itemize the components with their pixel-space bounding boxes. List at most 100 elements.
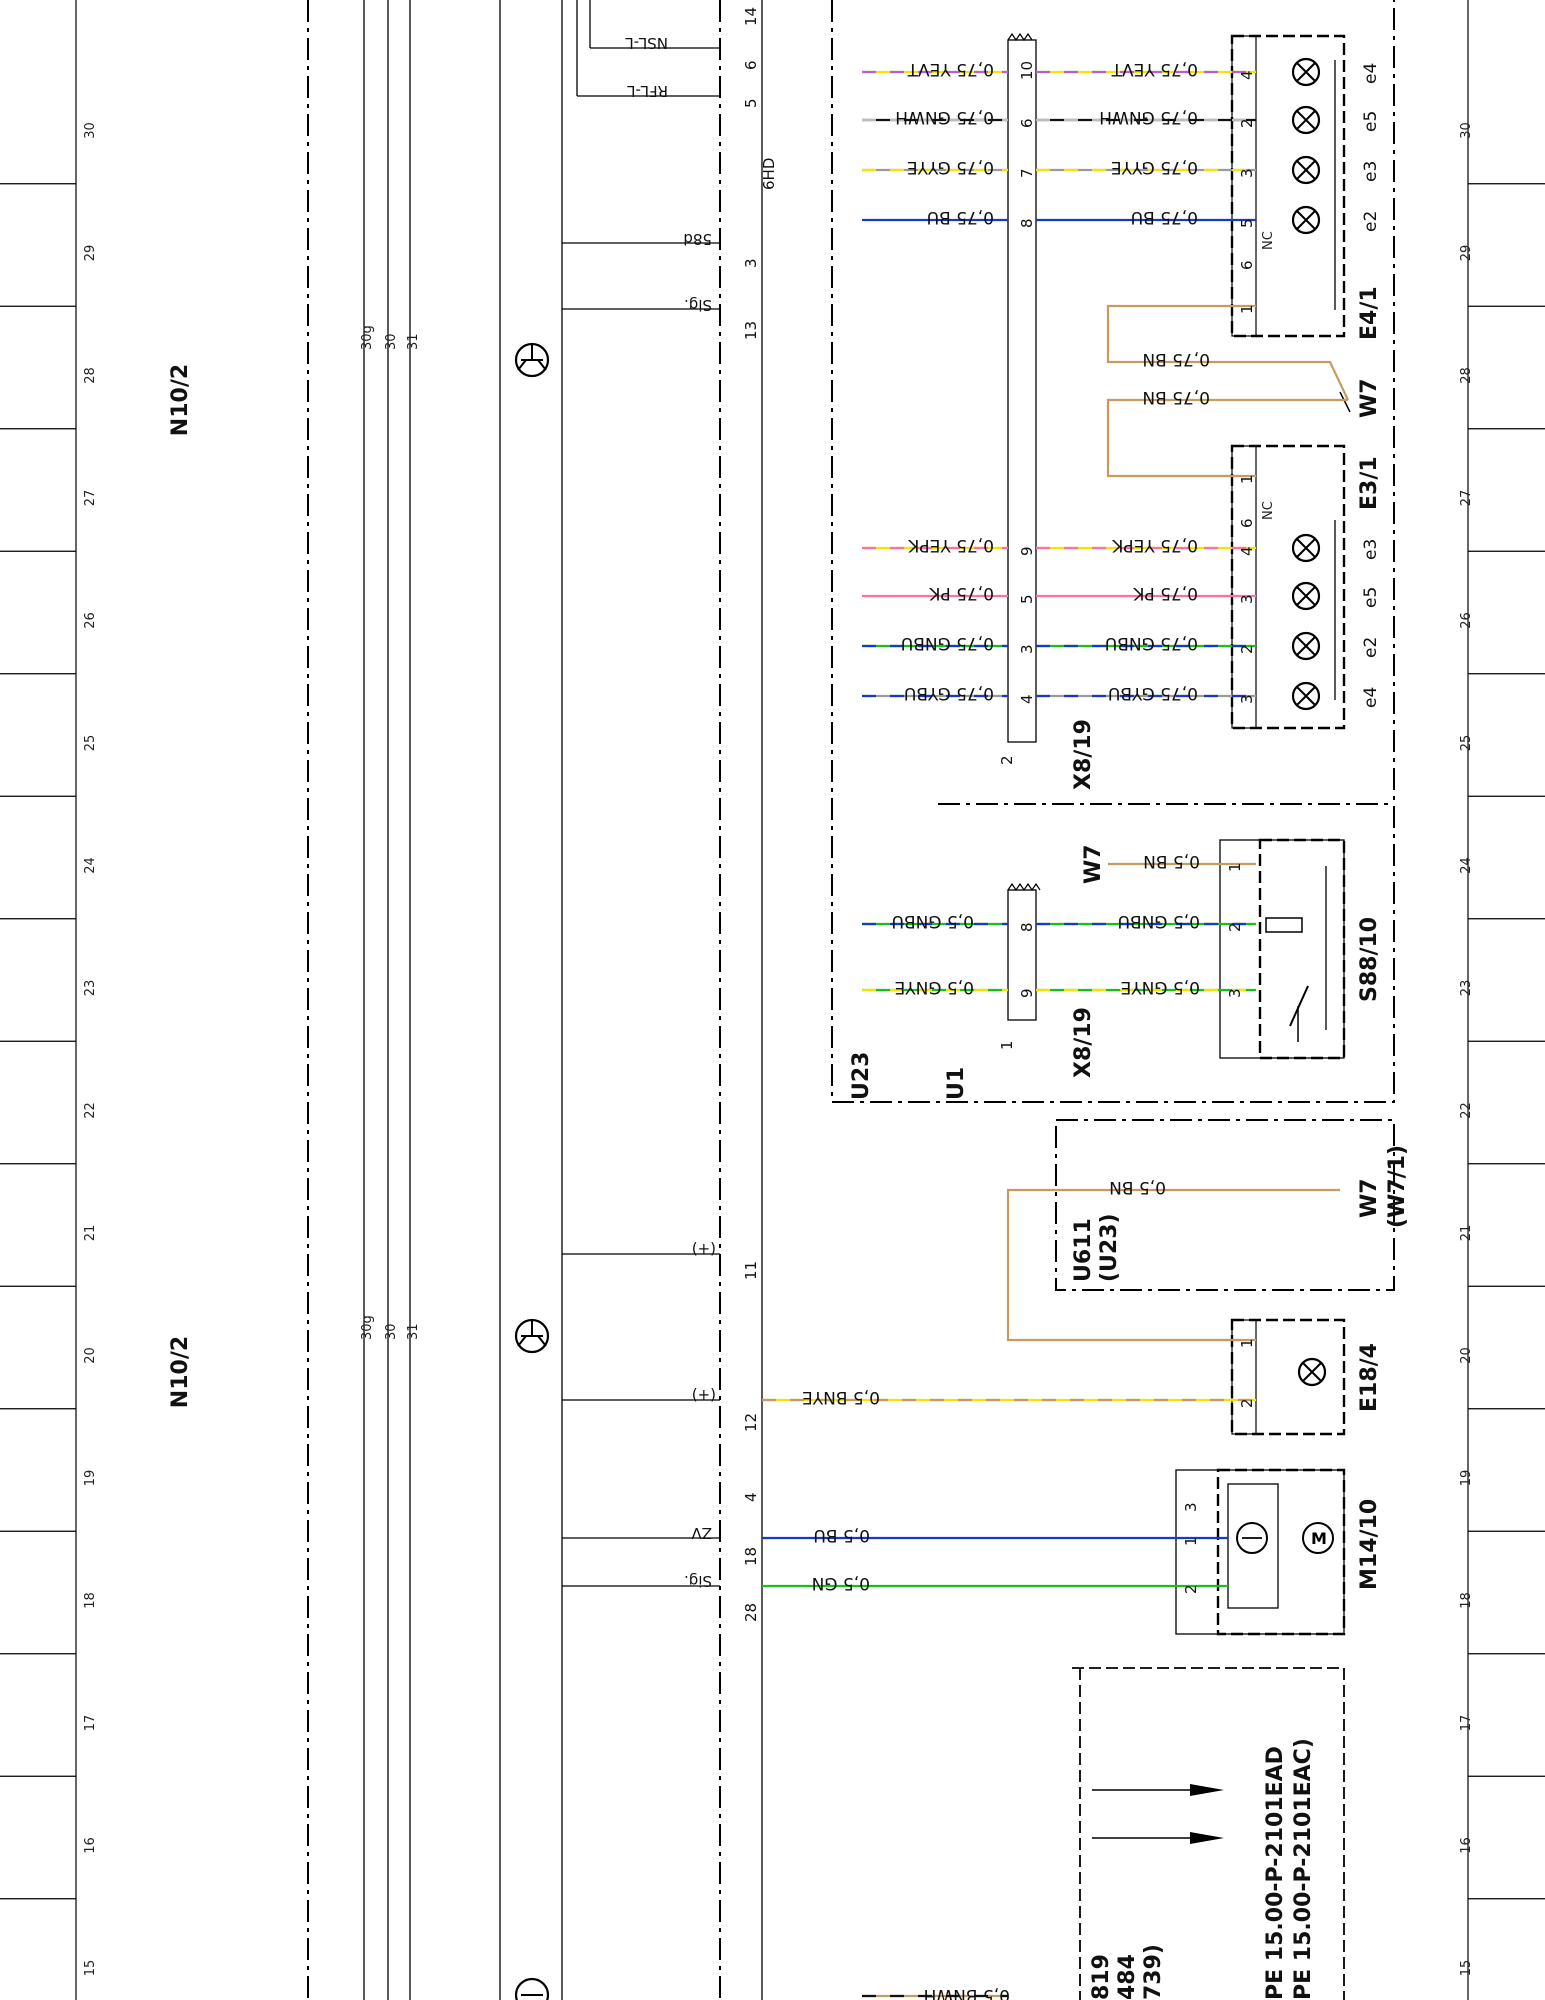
pin-number: 28 [742, 1603, 760, 1622]
pin-number: 1 [1182, 1536, 1200, 1546]
pin-number: 4 [1018, 694, 1036, 704]
pin-number: 5 [742, 98, 760, 108]
connector-label-6hd: 6HD [760, 158, 778, 190]
nc-label: NC [1261, 231, 1276, 250]
wire-ground [1106, 304, 1349, 401]
wire-label: 0,75 YEVT [907, 59, 994, 79]
pin-number: 1 [1238, 474, 1256, 484]
nc-label: NC [1261, 501, 1276, 520]
transistor-icon [1236, 1522, 1268, 1554]
reference-box: PE 15.00-P-2101EAD PE 15.00-P-2101EAC) 8… [924, 1667, 1345, 2000]
wire-label: 0,75 PK [1132, 583, 1198, 603]
lamp-icon [1291, 105, 1321, 135]
lamp-unit-e18-4: E18/4 [1230, 1318, 1382, 1436]
reference-id: 819 [1089, 1954, 1114, 2000]
reference-id: 484 [1115, 1954, 1140, 2000]
module-outlines: U23 U1 U611 (U23) [831, 0, 1395, 1291]
component-label-e3-1: E3/1 [1357, 456, 1382, 510]
grid-number: 17 [83, 1715, 98, 1732]
grid-number: 15 [1459, 1960, 1474, 1977]
component-label-s88-10: S88/10 [1357, 917, 1382, 1002]
pin-number: 18 [742, 1547, 760, 1566]
pin-number: 2 [998, 755, 1016, 765]
pin-number: 10 [1018, 61, 1036, 80]
ground-point-w7: W7 W7 W7 (W7/1) [1081, 378, 1410, 1228]
wire-label: 0,5 BN [1109, 1177, 1166, 1197]
pin-label-plus: (+) [692, 1386, 716, 1404]
wire-label: 0,5 BNYE [802, 1387, 880, 1407]
grid-number: 21 [83, 1225, 98, 1242]
ground-label-w7-sub: (W7/1) [1385, 1145, 1410, 1228]
wire-label: 0,75 BU [1131, 207, 1198, 227]
pin-number: 12 [742, 1413, 760, 1432]
wire-label: 0,75 BN [1142, 387, 1210, 407]
grid-number: 25 [83, 735, 98, 752]
wire-label: 0,5 BN [1143, 851, 1200, 871]
grid-number: 30 [1459, 122, 1474, 139]
pin-number: 6 [1238, 260, 1256, 270]
grid-number: 26 [1459, 612, 1474, 629]
pin-number: 2 [1238, 118, 1256, 128]
pin-number: 2 [1182, 1584, 1200, 1594]
terminal-31: 31 [406, 333, 421, 350]
pin-number: 8 [1018, 922, 1036, 932]
grid-number: 19 [83, 1470, 98, 1487]
pin-number: 3 [742, 258, 760, 268]
wire-label: 0,75 GNWH [1099, 107, 1198, 127]
grid-number: 22 [1459, 1102, 1474, 1119]
pin-number: 3 [1238, 694, 1256, 704]
pin-number: 6 [742, 60, 760, 70]
grid-number: 20 [83, 1347, 98, 1364]
pin-number: 13 [742, 321, 760, 340]
lamp-icon [1291, 681, 1321, 711]
lamp-label: e2 [1361, 211, 1381, 232]
grid-number: 25 [1459, 735, 1474, 752]
pin-label-rfl: RFL-L [626, 82, 668, 100]
wire-label: 0,75 BN [1142, 349, 1210, 369]
pin-number: 3 [1018, 644, 1036, 654]
wire-label: 0,5 GNBU [1118, 911, 1200, 931]
lamp-unit-e4-1: E4/1 NC [1230, 34, 1382, 340]
grid-number: 28 [83, 367, 98, 384]
lamp-label: e2 [1361, 637, 1381, 658]
wire-label: 0,5 GNBU [892, 911, 974, 931]
component-label-e4-1: E4/1 [1357, 286, 1382, 340]
pin-number: 9 [1018, 988, 1036, 998]
motor-icon: M [1302, 1522, 1334, 1554]
connector-label-x8-19: X8/19 [1071, 719, 1096, 790]
grid-number: 23 [1459, 980, 1474, 997]
switch-s88-10: S88/10 [1219, 838, 1382, 1060]
pin-label-sig: Sig. [684, 1572, 712, 1590]
wire-label: 0,75 PK [928, 583, 994, 603]
wire-label: 0,75 GYYE [907, 157, 994, 177]
wire-ground [1106, 398, 1348, 478]
lamp-group: e4e5e3e2e3e5e2e4106789534894235611643231… [1018, 57, 1381, 1594]
wire-label: 0,75 GNWH [895, 107, 994, 127]
grid-number: 22 [83, 1102, 98, 1119]
lamp-label: e5 [1361, 587, 1381, 608]
switch-contact-icon [1289, 985, 1309, 1042]
grid-number: 29 [83, 245, 98, 262]
pin-number: 5 [1238, 218, 1256, 228]
pin-number: 2 [1226, 922, 1244, 932]
lamp-icon [1291, 581, 1321, 611]
pin-number: 2 [1238, 644, 1256, 654]
pin-number: 9 [1018, 546, 1036, 556]
lamp-label: e4 [1361, 687, 1381, 708]
grid-number: 17 [1459, 1715, 1474, 1732]
lamp-label: e3 [1361, 539, 1381, 560]
pin-number: 1 [998, 1040, 1016, 1050]
grid-number: 26 [83, 612, 98, 629]
reference-pe-1: PE 15.00-P-2101EAD [1263, 1746, 1288, 2000]
connector-x8-19-upper: X8/19 2 [998, 32, 1096, 790]
pin-number: 3 [1238, 168, 1256, 178]
ecu-label-bottom: N10/2 [168, 1336, 193, 1408]
reference-pe-2: PE 15.00-P-2101EAC) [1291, 1738, 1316, 2000]
ecu-label-top: N10/2 [168, 364, 193, 436]
grid-number: 23 [83, 980, 98, 997]
grid-number: 24 [1459, 857, 1474, 874]
pin-number: 6 [1238, 518, 1256, 528]
